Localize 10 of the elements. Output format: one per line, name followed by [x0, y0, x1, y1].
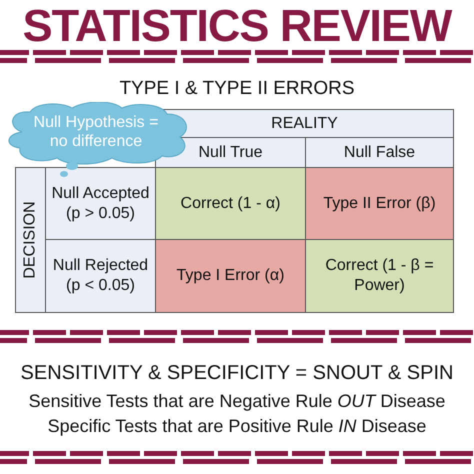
table-cell: Correct (1 - β = Power): [306, 240, 453, 312]
heading: SENSITIVITY & SPECIFICITY = SNOUT & SPIN: [20, 362, 454, 385]
title: STATISTICS REVIEW: [22, 2, 454, 50]
table-cell: Correct (1 - α): [156, 168, 306, 240]
table-cell: Type I Error (α): [156, 240, 306, 312]
subtitle: TYPE I & TYPE II ERRORS: [118, 78, 356, 100]
table-cell: Type II Error (β): [306, 168, 453, 240]
mnemonic-text: Sensitive Tests that are Negative Rule OUT Disease: [28, 391, 446, 412]
row-header: Null Accepted (p > 0.05): [46, 168, 156, 240]
mnemonic-text: Specific Tests that are Positive Rule IN Disease: [46, 416, 428, 437]
